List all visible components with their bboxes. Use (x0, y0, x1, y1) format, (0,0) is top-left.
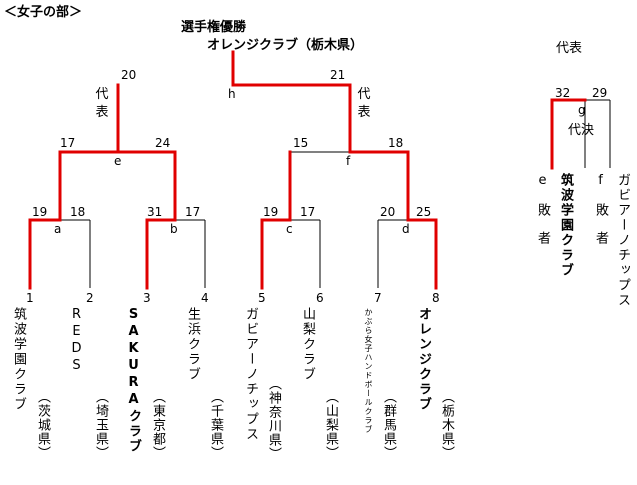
section-title: ＜女子の部＞ (4, 5, 83, 20)
rep-f-loser-label: f 敗 者 (593, 173, 608, 244)
qf-a-score-right: 18 (70, 205, 86, 219)
team-name-5: ガビアーノチップス (243, 307, 258, 442)
semi-right-score-left: 15 (293, 136, 309, 150)
team-pref-1: （茨城県） (35, 390, 50, 460)
seed-5: 5 (258, 291, 266, 305)
node-h: h (228, 87, 236, 101)
champion-label: 選手権優勝 (181, 20, 247, 35)
team-pref-2: （埼玉県） (93, 390, 108, 460)
team-name-4: 生浜クラブ (185, 307, 200, 382)
semi-right-score-right: 18 (388, 136, 404, 150)
node-g: g (578, 103, 586, 117)
node-a: a (54, 222, 62, 236)
team-name-8: オレンジクラブ (416, 307, 431, 412)
seed-6: 6 (316, 291, 324, 305)
team-name-1: 筑波学園クラブ (11, 307, 26, 412)
rep-e-loser-label: e 敗 者 (535, 173, 550, 244)
daihyo-right-label: 代表 (357, 87, 371, 120)
team-pref-7: （群馬県） (381, 390, 396, 460)
qf-b-score-right: 17 (185, 205, 201, 219)
final-score-right: 21 (330, 68, 346, 82)
rep-score-right: 29 (592, 86, 608, 100)
node-b: b (170, 222, 178, 236)
node-f: f (346, 154, 351, 168)
team-pref-6: （山梨県） (323, 390, 338, 460)
seed-4: 4 (201, 291, 209, 305)
team-pref-5: （神奈川県） (266, 377, 281, 461)
team-pref-3: （東京都） (150, 390, 165, 460)
qf-c-score-right: 17 (300, 205, 316, 219)
team-pref-8: （栃木県） (439, 390, 454, 460)
team-name-2: REDS (69, 307, 84, 375)
semi-left-score-right: 24 (155, 136, 171, 150)
final-score-left: 20 (121, 68, 137, 82)
qf-c-score-left: 19 (263, 205, 279, 219)
rep-daiketsu-label: 代決 (568, 123, 595, 138)
team-name-3: SAKURAクラブ (126, 307, 141, 454)
qf-a-score-left: 19 (32, 205, 48, 219)
rep-winner-team: 筑波学園クラブ (558, 173, 573, 278)
rep-score-left: 32 (555, 86, 571, 100)
rep-other-team: ガビアーノチップス (615, 173, 630, 308)
champion-winner: オレンジクラブ（栃木県） (207, 38, 364, 53)
seed-8: 8 (432, 291, 440, 305)
team-pref-4: （千葉県） (208, 390, 223, 460)
team-name-6: 山梨クラブ (300, 307, 315, 382)
qf-d-score-left: 20 (380, 205, 396, 219)
seed-2: 2 (86, 291, 94, 305)
semi-left-score-left: 17 (60, 136, 76, 150)
seed-1: 1 (26, 291, 34, 305)
node-c: c (286, 222, 293, 236)
qf-b-score-left: 31 (147, 205, 163, 219)
node-d: d (402, 222, 410, 236)
node-e: e (114, 154, 122, 168)
seed-7: 7 (374, 291, 382, 305)
rep-daihyo-title: 代表 (556, 41, 583, 56)
qf-d-score-right: 25 (416, 205, 432, 219)
daihyo-left-label: 代表 (95, 87, 109, 120)
team-name-7: かぶら女子ハンドボールクラブ (364, 308, 373, 434)
seed-3: 3 (143, 291, 151, 305)
